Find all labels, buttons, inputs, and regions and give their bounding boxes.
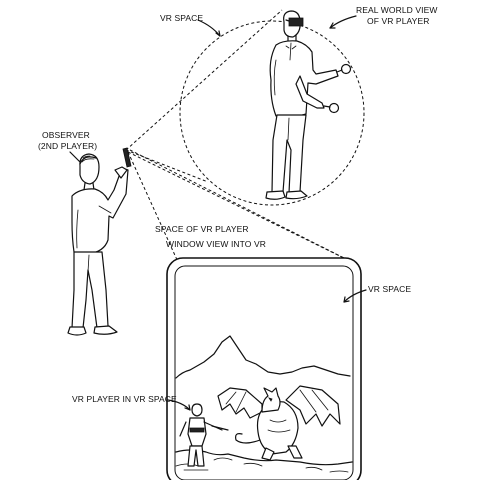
label-observer-line1: OBSERVER	[42, 130, 90, 140]
label-vr-space-device-group: VR SPACE	[343, 284, 411, 303]
vr-player-avatar	[179, 403, 229, 471]
label-observer-line2: (2ND PLAYER)	[38, 141, 97, 151]
vr-space-circle	[179, 20, 365, 206]
label-observer-group: OBSERVER (2ND PLAYER)	[38, 130, 97, 163]
label-space-of-vr-player: SPACE OF VR PLAYER	[155, 224, 249, 234]
device-screen	[174, 265, 354, 480]
vr-mountains	[175, 335, 351, 379]
label-vr-player-in-vr-space-group: VR PLAYER IN VR SPACE	[72, 394, 191, 411]
label-real-world-line2: OF VR PLAYER	[367, 16, 429, 26]
label-real-world-line1: REAL WORLD VIEW	[356, 5, 437, 15]
label-real-world-group: REAL WORLD VIEW OF VR PLAYER	[329, 5, 437, 29]
label-vr-space-top: VR SPACE	[160, 13, 203, 23]
vr-dragon	[217, 385, 341, 461]
label-vr-space-device: VR SPACE	[368, 284, 411, 294]
vr-player-real-world	[265, 10, 352, 200]
observer-person	[67, 147, 132, 336]
label-window-view: WINDOW VIEW INTO VR	[166, 239, 266, 249]
vr-space-view-cone	[125, 9, 353, 263]
label-space-of-vr-player-group: SPACE OF VR PLAYER WINDOW VIEW INTO VR	[155, 224, 266, 249]
label-vr-space-top-group: VR SPACE	[160, 13, 221, 37]
label-vr-player-in-vr-space: VR PLAYER IN VR SPACE	[72, 394, 177, 404]
